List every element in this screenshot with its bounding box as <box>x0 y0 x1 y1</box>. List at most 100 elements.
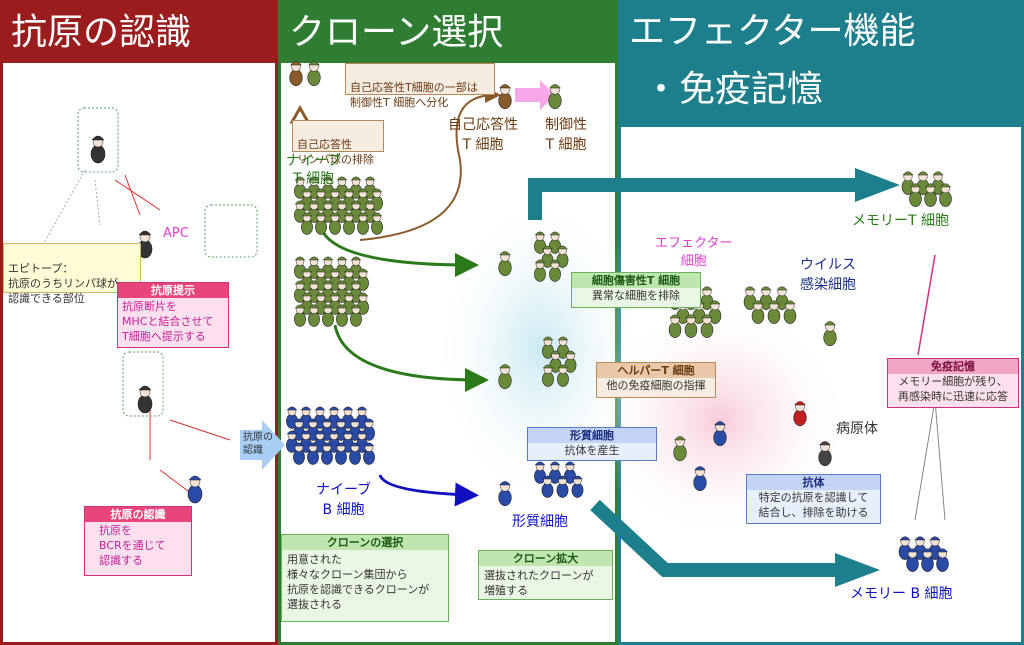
green-arrow-lower <box>333 324 489 392</box>
cell-figure <box>289 61 303 87</box>
cell-figure <box>293 442 305 465</box>
pink-arrow <box>515 80 555 110</box>
clone-selection-body: 用意された 様々なクローン集団から 抗原を認識できるクローンが 選抜される <box>287 553 430 611</box>
selection-header: クローン選択 <box>281 3 615 63</box>
selection-title: クローン選択 <box>289 12 504 53</box>
cell-figure <box>924 183 937 207</box>
cell-figure <box>898 536 912 560</box>
helper-body: 他の免疫細胞の指揮 <box>606 379 706 392</box>
cell-figure <box>542 336 554 359</box>
self-reactive-t-label: 自己応答性 T 細胞 <box>448 117 518 153</box>
cytotoxic-box: 細胞傷害性T 細胞 異常な細胞を排除 <box>571 272 701 308</box>
cell-figure <box>293 418 305 441</box>
cell-figure <box>673 436 687 462</box>
cell-figure <box>301 292 313 315</box>
cell-figure <box>350 304 362 327</box>
cell-figure <box>315 212 327 235</box>
antigen-presentation-box: 抗原提示 抗原断片を MHCと結合させて T細胞へ提示する <box>117 282 229 348</box>
dashed-frame <box>122 351 164 417</box>
selection-panel: クローン選択 <box>278 0 618 645</box>
virus-infected-label: ウイルス 感染細胞 <box>800 257 856 293</box>
cell-figure <box>534 461 546 484</box>
cell-figure <box>301 188 313 211</box>
cell-figure <box>343 212 355 235</box>
cell-figure <box>349 442 361 465</box>
cell-figure <box>357 188 369 211</box>
cell-figure <box>350 280 362 303</box>
recognition-title: 抗原の認識 <box>11 12 192 53</box>
cell-figure <box>336 200 348 223</box>
dashed-frame <box>204 204 258 258</box>
cell-figure <box>556 475 569 498</box>
cell-figure <box>743 286 757 310</box>
effector-title-line2: ・免疫記憶 <box>643 69 824 110</box>
cell-figure <box>557 364 569 387</box>
clone-expansion-box: クローン拡大 選抜されたクローンが 増殖する <box>478 550 613 600</box>
cell-figure <box>823 321 837 347</box>
cell-figure <box>307 442 319 465</box>
plasma-box-head: 形質細胞 <box>528 428 656 443</box>
cell-figure <box>767 300 781 324</box>
cell-figure <box>308 304 320 327</box>
cell-figure <box>936 548 949 572</box>
cell-figure <box>901 171 915 195</box>
cell-figure <box>315 188 327 211</box>
cell-figure <box>329 292 341 315</box>
cell-figure <box>294 280 306 303</box>
cell-figure <box>356 430 368 453</box>
cell-figure <box>321 442 333 465</box>
cell-figure <box>913 536 927 560</box>
clone-expansion-body: 選抜されたクローンが 増殖する <box>484 569 594 597</box>
antibody-head: 抗体 <box>747 475 880 490</box>
green-arrow-upper <box>318 224 479 277</box>
antigen-recognition-arrow <box>240 420 285 470</box>
regulatory-t-label: 制御性 T 細胞 <box>545 117 587 153</box>
cell-figure <box>308 176 320 199</box>
cell-figure <box>793 401 807 427</box>
cell-figure <box>916 171 930 195</box>
cell-figure <box>329 212 341 235</box>
cell-figure <box>336 304 348 327</box>
cell-figure <box>364 176 376 199</box>
cell-figure <box>700 314 714 338</box>
recognition-box-head: 抗原の認識 <box>85 507 191 522</box>
cell-figure <box>783 300 797 324</box>
memory-t-label: メモリーT 細胞 <box>852 213 950 229</box>
cell-figure <box>90 135 106 164</box>
cell-figure <box>137 230 153 259</box>
cell-figure <box>775 286 789 310</box>
cell-figure <box>556 245 569 268</box>
cell-figure <box>300 406 312 429</box>
cytotoxic-body: 異常な細胞を排除 <box>592 289 680 302</box>
clone-selection-head: クローンの選択 <box>282 535 448 550</box>
presentation-head: 抗原提示 <box>118 283 228 298</box>
cell-figure <box>541 475 554 498</box>
plasma-box-body: 抗体を産生 <box>564 444 620 457</box>
brown-loop-arrow <box>359 87 501 241</box>
cell-figure <box>336 176 348 199</box>
cell-figure <box>307 61 321 87</box>
cell-figure <box>498 481 512 507</box>
cell-figure <box>818 441 832 467</box>
effector-header: エフェクター機能 ・免疫記憶 <box>621 3 1021 127</box>
recognition-box-body: 抗原を BCRを通じて 認識する <box>99 524 166 567</box>
naive-t-label: ナイーブ T 細胞 <box>286 153 342 187</box>
cell-figure <box>308 280 320 303</box>
cell-figure <box>322 304 334 327</box>
cell-figure <box>187 475 203 504</box>
antibody-box: 抗体 特定の抗原を認識して 結合し、排除を助ける <box>746 474 881 524</box>
cell-figure <box>548 84 562 110</box>
memory-b-arrow <box>590 499 880 587</box>
cell-figure <box>294 304 306 327</box>
cell-figure <box>336 280 348 303</box>
cell-figure <box>322 176 334 199</box>
clone-selection-box: クローンの選択 用意された 様々なクローン集団から 抗原を認識できるクローンが … <box>281 534 449 622</box>
self-reactive-note-text: 自己応答性T細胞の一部は 制御性T 細胞へ分化 <box>350 81 478 109</box>
cell-figure <box>315 292 327 315</box>
pathogen-label: 病原体 <box>836 421 878 437</box>
cell-figure <box>713 421 727 447</box>
dashed-frame <box>77 107 119 173</box>
cell-figure <box>335 418 347 441</box>
cell-figure <box>498 84 512 110</box>
